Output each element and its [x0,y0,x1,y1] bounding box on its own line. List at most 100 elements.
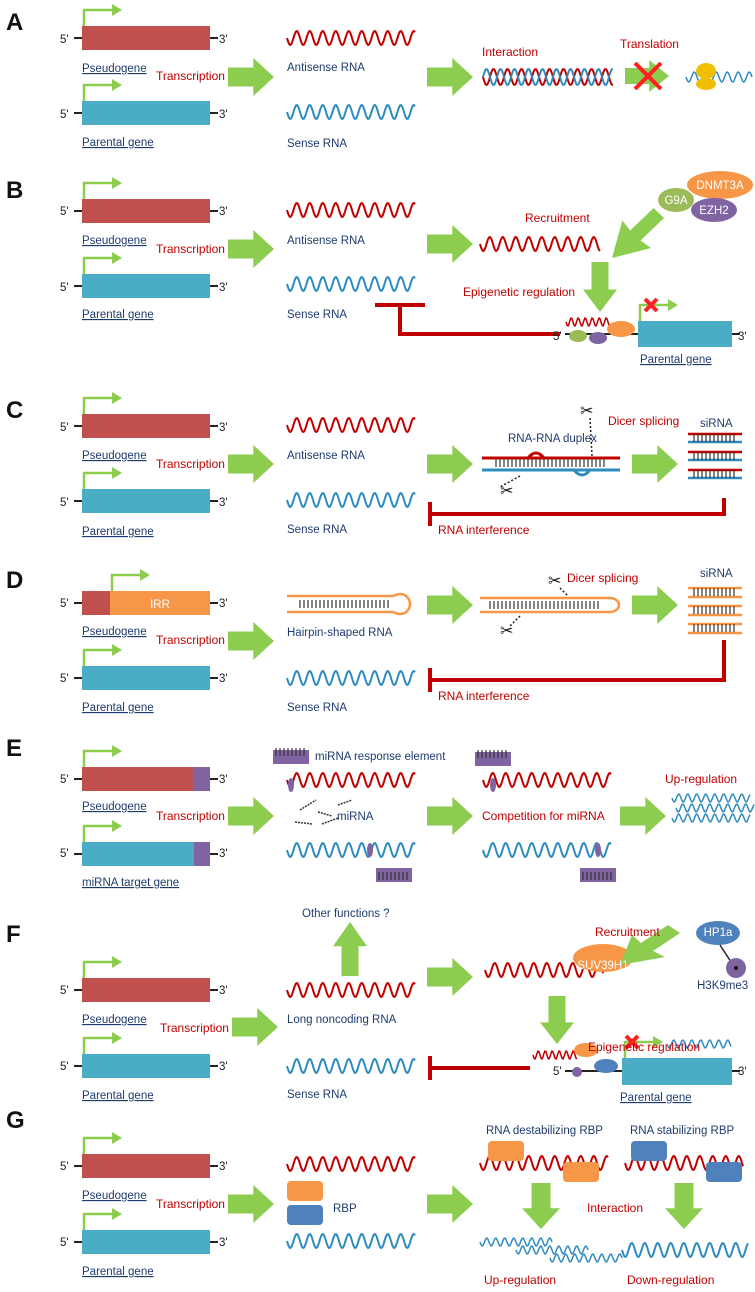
parental-gene-label: Parental gene [82,137,154,149]
antisense-rna-wave-b [286,201,416,219]
recruitment-label: Recruitment [595,925,660,939]
pseudogene-f-promoter-arrow-head [112,956,122,968]
pseudogene-d-promoter-arrow-head [140,569,150,581]
ezh2-bound [589,332,607,344]
parental-c-promoter-arrow [82,471,114,489]
scissors-icon: ✂ [500,483,513,500]
sense-rna-label: Sense RNA [287,309,347,321]
parental-g-promoter-arrow [82,1212,114,1230]
five-prime-label: 5' [60,109,69,121]
parental-g-promoter-arrow-head [112,1208,122,1220]
panel-g: G 5' 3' Pseudogene Transcription 5' 3' P… [6,1107,735,1287]
parental-g-bar [82,1230,210,1254]
other-functions-label: Other functions ? [302,908,390,920]
three-prime-label: 3' [219,1061,228,1073]
five-prime-label: 5' [60,985,69,997]
free-mirna-e [337,799,353,806]
transcription-arrow-f [232,1008,278,1046]
pseudogene-b-promoter-arrow-head [112,177,122,189]
panel-d: D 5' 3' IRR Pseudogene Transcription 5' … [6,567,733,714]
mirna-bound-e4 [595,843,601,857]
parental-gene-bar-b2 [638,321,732,347]
sense-rna-wave-c [286,491,416,509]
lncrna-label: Long noncoding RNA [287,1014,397,1026]
free-mirna-e [321,817,339,825]
dnmt3a-bound [607,321,635,337]
parental-rna-wave-g [286,1232,416,1250]
process-arrow-e [427,797,473,835]
scissors-icon: ✂ [548,573,561,590]
parental-promoter-b2 [638,303,670,321]
parental-gene-label: Parental gene [82,1266,154,1278]
recruitment-label: Recruitment [525,211,590,225]
upregulated-rna-g1 [479,1237,553,1247]
down-regulation-label: Down-regulation [627,1273,714,1287]
panel-f: F 5' 3' Pseudogene Transcription 5' 3' P… [6,908,748,1104]
transcription-arrow-b [228,230,274,268]
process-arrow-c [427,445,473,483]
suv39h1-shape [573,944,633,972]
pseudogene-c-bar [82,414,210,438]
h3k9me3-dot [734,966,738,970]
other-functions-arrow-f [333,922,367,976]
pseudogene-f-promoter-arrow [82,960,114,978]
antisense-rna-label: Antisense RNA [287,62,365,74]
sense-rna-label: Sense RNA [287,524,347,536]
rna-duplex-label: RNA-RNA duplex [508,433,597,445]
epigenetic-arrow-f [540,996,574,1044]
pseudogene-e-promoter-arrow [82,749,114,767]
pseudogene-g-promoter-arrow [82,1136,114,1154]
transcription-label: Transcription [160,1021,229,1035]
three-prime-label: 3' [219,206,228,218]
transcription-label: Transcription [156,69,225,83]
antisense-rna-wave-c [286,416,416,434]
parental-gene-label: Parental gene [82,702,154,714]
pseudogene-e-bar [82,767,210,791]
duplex-loop-c1 [526,451,546,459]
five-prime-label: 5' [60,206,69,218]
epigenetic-arrow-b [583,262,617,312]
three-prime-label: 3' [219,422,228,434]
duplex-loop-c2 [572,469,592,477]
scissors-icon: ✂ [580,403,593,420]
panel-b-letter: B [6,177,23,204]
g9a-bound [569,330,587,342]
interaction-label: Interaction [482,45,538,59]
antisense-rna-label: Antisense RNA [287,235,365,247]
parental-d-bar [82,666,210,690]
five-prime-label: 5' [60,1161,69,1173]
upregulated-rna-e1 [671,793,751,803]
five-prime-label: 5' [60,282,69,294]
sense-rna-label: Sense RNA [287,1089,347,1101]
pseudogene-c-promoter-arrow [82,396,114,414]
upregulation-arrow-e [620,797,666,835]
blocked-x-f-b [624,1034,640,1050]
pseudogene-d-promoter-arrow [110,573,142,591]
up-regulation-label: Up-regulation [665,772,737,786]
dnmt3a-label: DNMT3A [696,180,744,192]
upregulated-rna-e3 [671,813,751,823]
parental-b-promoter-arrow [82,256,114,274]
panel-a-letter: A [6,9,23,36]
mrna-a [685,71,753,83]
free-mirna-e [317,811,333,817]
bound-lncrna-f [532,1049,578,1061]
downregulated-rna-g [621,1241,749,1259]
parental-promoter-b2-head [668,299,678,311]
three-prime-label: 3' [219,34,228,46]
five-prime-label: 5' [60,774,69,786]
transcription-arrow-e [228,797,274,835]
parental-gene-label: Parental gene [82,309,154,321]
process-arrow-b [427,225,473,263]
parental-b-bar [82,274,210,298]
hp1a-shape [696,921,740,945]
sirna-label: siRNA [700,568,733,580]
sirna-label: siRNA [700,418,733,430]
dicer-arrow-d [632,586,678,624]
dicer-line-d1 [559,587,569,597]
down-arrow-g2 [665,1183,703,1229]
suv39h1-bound [574,1043,598,1057]
transcription-label: Transcription [156,242,225,256]
target-rna-wave-e [286,841,416,859]
pseudogene-label: Pseudogene [82,1190,147,1202]
